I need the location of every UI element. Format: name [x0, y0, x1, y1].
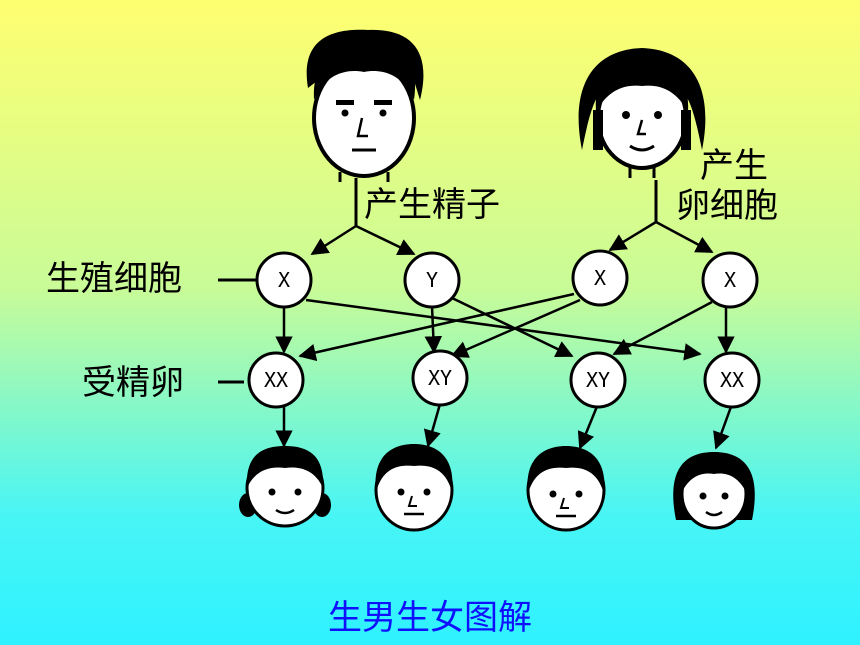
gamete-node-father-y: Y: [403, 251, 461, 309]
zygote-node-3: XY: [569, 351, 627, 409]
zygotes-label: 受精卵: [82, 363, 184, 403]
arrow-mx2-to-z3: [612, 300, 713, 356]
arrow-z2-to-child: [423, 403, 442, 448]
zygote-label: XY: [586, 368, 610, 392]
arrow-gy-to-z2: [424, 305, 443, 354]
gamete-node-mother-x2: X: [701, 251, 759, 309]
girl-face-icon: [673, 452, 755, 530]
zygote-label: XX: [264, 368, 288, 392]
zygote-to-child-arrows: [275, 403, 734, 450]
arrow-mother-x1: [608, 220, 657, 252]
boy-face-icon: [374, 444, 454, 532]
mother-process-label-line2: 卵细胞: [676, 186, 778, 226]
arrow-mx1-to-z1: [298, 292, 575, 362]
gamete-label: X: [724, 268, 736, 292]
mother-face-icon: [578, 48, 706, 178]
father-face-icon: [306, 29, 424, 182]
arrow-gy-to-z3: [451, 296, 574, 358]
gamete-label: Y: [426, 268, 438, 292]
father-process-label: 产生精子: [364, 185, 500, 225]
caption-title: 生男生女图解: [328, 598, 532, 638]
zygote-label: XY: [428, 366, 452, 390]
arrow-z3-to-child: [577, 403, 600, 450]
gametes-label: 生殖细胞: [46, 259, 182, 299]
arrow-father-x: [310, 224, 357, 256]
arrow-father-y: [355, 224, 416, 256]
parent-to-gamete-arrows: [310, 220, 714, 256]
zygote-node-1: XX: [247, 351, 305, 409]
gamete-node-father-x: X: [255, 251, 313, 309]
zygote-node-2: XY: [411, 349, 469, 407]
gamete-label: X: [594, 266, 606, 290]
gamete-to-zygote-arrows: [275, 292, 735, 362]
gamete-node-mother-x1: X: [571, 249, 629, 307]
girl-face-icon: [239, 446, 331, 528]
arrow-gx-to-z4: [305, 298, 702, 361]
gamete-label: X: [278, 268, 290, 292]
boy-face-icon: [526, 446, 606, 532]
arrow-mx1-to-z2: [450, 298, 581, 358]
arrow-z4-to-child: [713, 403, 734, 450]
mother-process-label-line1: 产生: [700, 146, 768, 186]
zygote-node-4: XX: [703, 351, 761, 409]
arrow-mother-x2: [655, 220, 714, 254]
zygote-label: XX: [720, 368, 744, 392]
